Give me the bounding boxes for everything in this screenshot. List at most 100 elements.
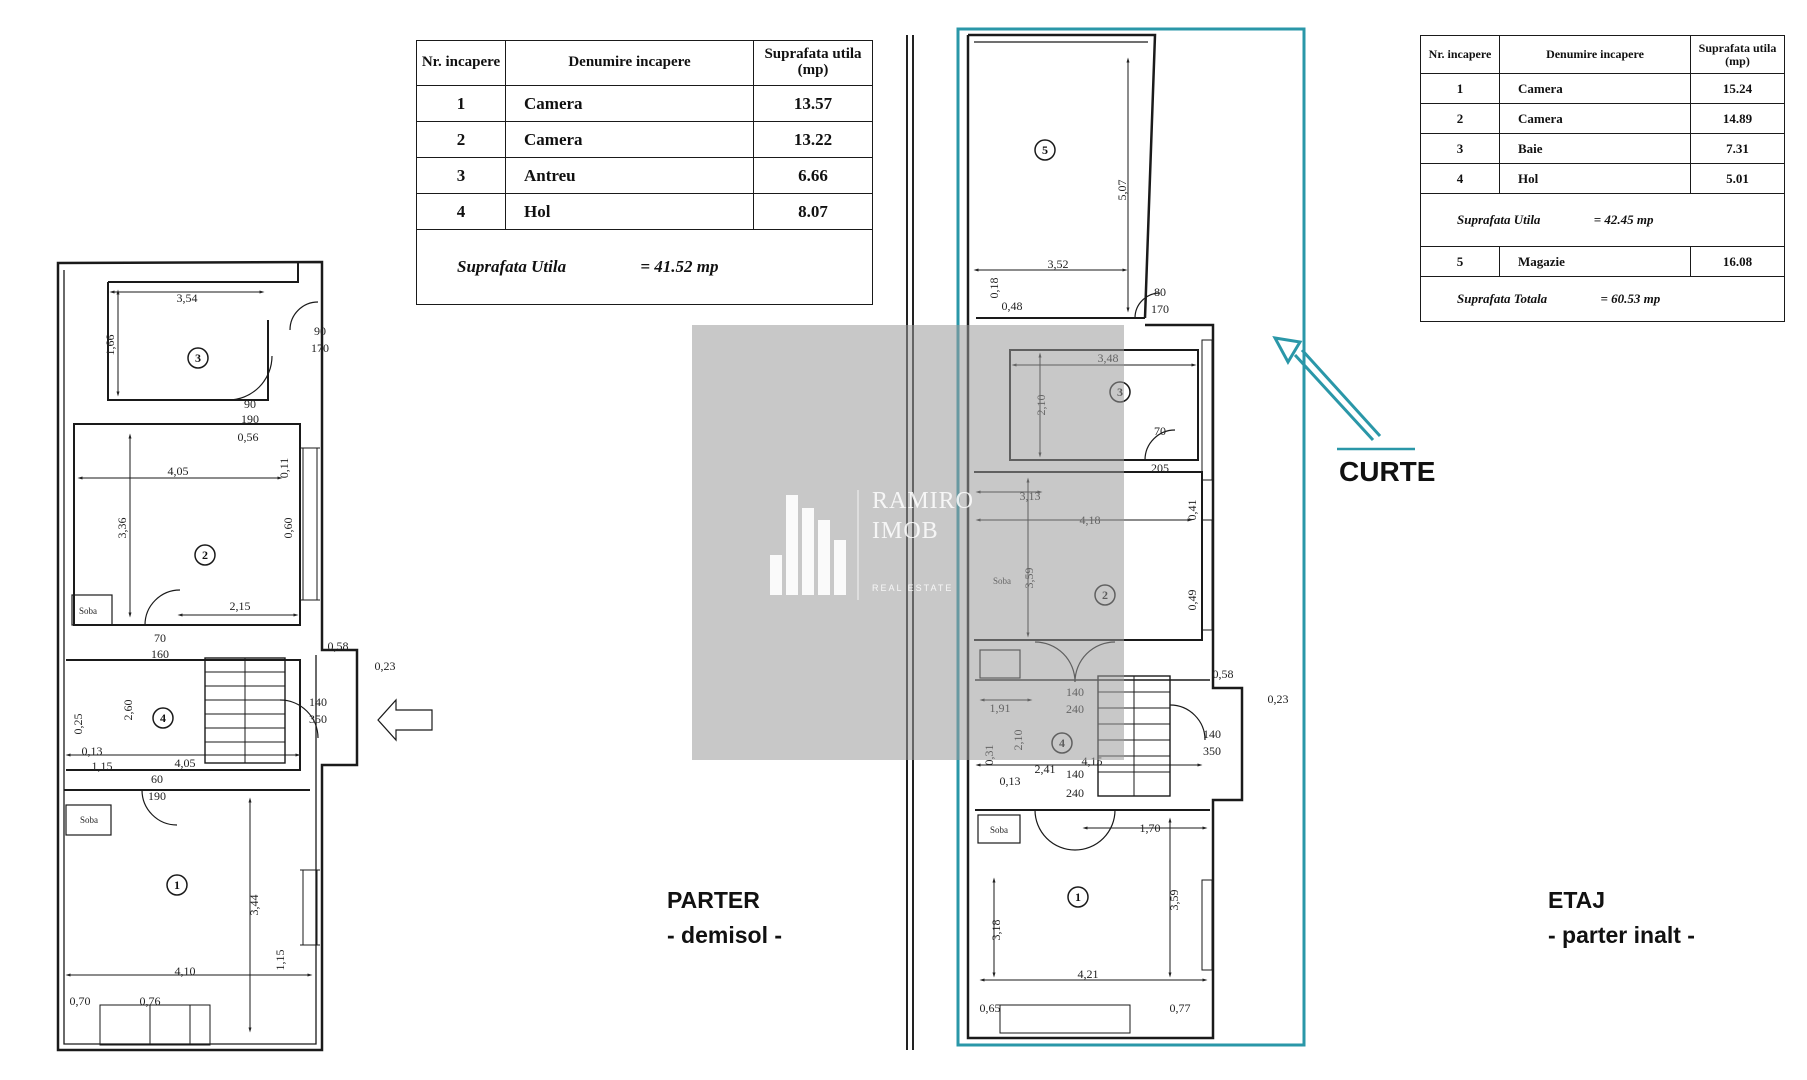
svg-text:0,70: 0,70 bbox=[70, 994, 91, 1008]
svg-text:Soba: Soba bbox=[990, 825, 1008, 835]
header-nr: Nr. incapere bbox=[416, 40, 506, 86]
header-suprafata: Suprafata utila (mp) bbox=[753, 40, 873, 86]
svg-text:2: 2 bbox=[202, 548, 208, 562]
svg-text:240: 240 bbox=[1066, 786, 1084, 800]
curte-arrow-icon bbox=[1272, 336, 1415, 451]
room-number: 2 bbox=[416, 121, 506, 158]
table-row: 3 Baie 7.31 bbox=[1420, 133, 1785, 164]
parter-vertical-dimensions: 1,66 3,36 0,11 0,60 2,60 0,25 3,44 1,15 bbox=[71, 335, 295, 971]
svg-text:1: 1 bbox=[174, 878, 180, 892]
room-name: Camera bbox=[1499, 73, 1691, 104]
svg-text:70: 70 bbox=[154, 631, 166, 645]
svg-text:1,66: 1,66 bbox=[103, 335, 117, 356]
watermark-text-2: IMOB bbox=[872, 518, 939, 544]
total-value: = 60.53 mp bbox=[1600, 291, 1661, 306]
total-cell: Suprafata Totala = 60.53 mp bbox=[1420, 276, 1785, 322]
watermark-building-icon bbox=[770, 495, 846, 595]
svg-text:0,41: 0,41 bbox=[1185, 500, 1199, 521]
table-row: 3 Antreu 6.66 bbox=[416, 157, 873, 194]
svg-text:2,60: 2,60 bbox=[121, 700, 135, 721]
svg-text:3,18: 3,18 bbox=[989, 920, 1003, 941]
parter-plan bbox=[56, 260, 433, 1052]
svg-text:Soba: Soba bbox=[79, 606, 97, 616]
table-row: 4 Hol 5.01 bbox=[1420, 163, 1785, 194]
svg-text:1,15: 1,15 bbox=[92, 759, 113, 773]
header-nr: Nr. incapere bbox=[1420, 35, 1500, 74]
table-row: 2 Camera 14.89 bbox=[1420, 103, 1785, 134]
svg-text:0,13: 0,13 bbox=[1000, 774, 1021, 788]
svg-text:140: 140 bbox=[309, 695, 327, 709]
svg-text:0,58: 0,58 bbox=[1213, 667, 1234, 681]
svg-text:2,15: 2,15 bbox=[230, 599, 251, 613]
summary-value: = 41.52 mp bbox=[640, 257, 719, 276]
svg-text:5,07: 5,07 bbox=[1115, 180, 1129, 201]
svg-text:2,41: 2,41 bbox=[1035, 762, 1056, 776]
room-area: 16.08 bbox=[1690, 246, 1785, 277]
summary-cell: Suprafata Utila = 42.45 mp bbox=[1420, 193, 1785, 247]
table-header-row: Nr. incapere Denumire incapere Suprafata… bbox=[1420, 35, 1785, 74]
summary-value: = 42.45 mp bbox=[1593, 212, 1654, 227]
summary-label: Suprafata Utila bbox=[457, 257, 567, 276]
svg-text:0,18: 0,18 bbox=[987, 278, 1001, 299]
svg-text:4,21: 4,21 bbox=[1078, 967, 1099, 981]
svg-text:3,59: 3,59 bbox=[1167, 890, 1181, 911]
header-denumire: Denumire incapere bbox=[1499, 35, 1691, 74]
room-area: 6.66 bbox=[753, 157, 873, 194]
svg-text:4,05: 4,05 bbox=[175, 756, 196, 770]
parter-subtitle: - demisol - bbox=[667, 922, 783, 948]
etaj-title: ETAJ bbox=[1548, 887, 1606, 913]
svg-text:90: 90 bbox=[244, 397, 256, 411]
total-label: Suprafata Totala bbox=[1457, 291, 1548, 306]
total-row: Suprafata Totala = 60.53 mp bbox=[1420, 276, 1785, 322]
svg-text:350: 350 bbox=[309, 712, 327, 726]
svg-text:190: 190 bbox=[148, 789, 166, 803]
header-suprafata: Suprafata utila (mp) bbox=[1690, 35, 1785, 74]
svg-text:4,05: 4,05 bbox=[168, 464, 189, 478]
svg-text:4: 4 bbox=[160, 711, 166, 725]
table-row: 4 Hol 8.07 bbox=[416, 193, 873, 230]
svg-text:3: 3 bbox=[195, 351, 201, 365]
watermark-text-3: REAL ESTATE bbox=[872, 583, 954, 593]
svg-text:0,65: 0,65 bbox=[980, 1001, 1001, 1015]
etaj-subtitle: - parter inalt - bbox=[1548, 922, 1695, 948]
room-name: Camera bbox=[505, 121, 754, 158]
table-row: 1 Camera 13.57 bbox=[416, 85, 873, 122]
room-area: 13.22 bbox=[753, 121, 873, 158]
svg-text:0,48: 0,48 bbox=[1002, 299, 1023, 313]
summary-label: Suprafata Utila bbox=[1457, 212, 1541, 227]
svg-text:350: 350 bbox=[1203, 744, 1221, 758]
room-name: Baie bbox=[1499, 133, 1691, 164]
room-number: 4 bbox=[1420, 163, 1500, 194]
watermark bbox=[692, 325, 1124, 760]
watermark-text-1: RAMIRO bbox=[872, 488, 975, 514]
room-area: 5.01 bbox=[1690, 163, 1785, 194]
svg-text:3,52: 3,52 bbox=[1048, 257, 1069, 271]
svg-text:205: 205 bbox=[1151, 461, 1169, 475]
room-table-etaj: Nr. incapere Denumire incapere Suprafata… bbox=[1420, 35, 1785, 322]
table-row: 2 Camera 13.22 bbox=[416, 121, 873, 158]
svg-text:80: 80 bbox=[1154, 285, 1166, 299]
svg-text:170: 170 bbox=[1151, 302, 1169, 316]
room-number: 3 bbox=[416, 157, 506, 194]
svg-text:0,23: 0,23 bbox=[375, 659, 396, 673]
room-number: 5 bbox=[1420, 246, 1500, 277]
summary-cell: Suprafata Utila = 41.52 mp bbox=[416, 229, 873, 305]
watermark-box bbox=[692, 325, 1124, 760]
table-header-row: Nr. incapere Denumire incapere Suprafata… bbox=[416, 40, 873, 86]
svg-text:0,58: 0,58 bbox=[328, 639, 349, 653]
room-area: 8.07 bbox=[753, 193, 873, 230]
room-number: 4 bbox=[416, 193, 506, 230]
parter-title: PARTER bbox=[667, 887, 760, 913]
svg-text:60: 60 bbox=[151, 772, 163, 786]
room-name: Antreu bbox=[505, 157, 754, 194]
room-number: 2 bbox=[1420, 103, 1500, 134]
svg-text:140: 140 bbox=[1066, 767, 1084, 781]
room-area: 7.31 bbox=[1690, 133, 1785, 164]
svg-text:70: 70 bbox=[1154, 424, 1166, 438]
svg-text:1,70: 1,70 bbox=[1140, 821, 1161, 835]
room-number: 3 bbox=[1420, 133, 1500, 164]
room-name: Magazie bbox=[1499, 246, 1691, 277]
curte-label: CURTE bbox=[1339, 456, 1436, 487]
